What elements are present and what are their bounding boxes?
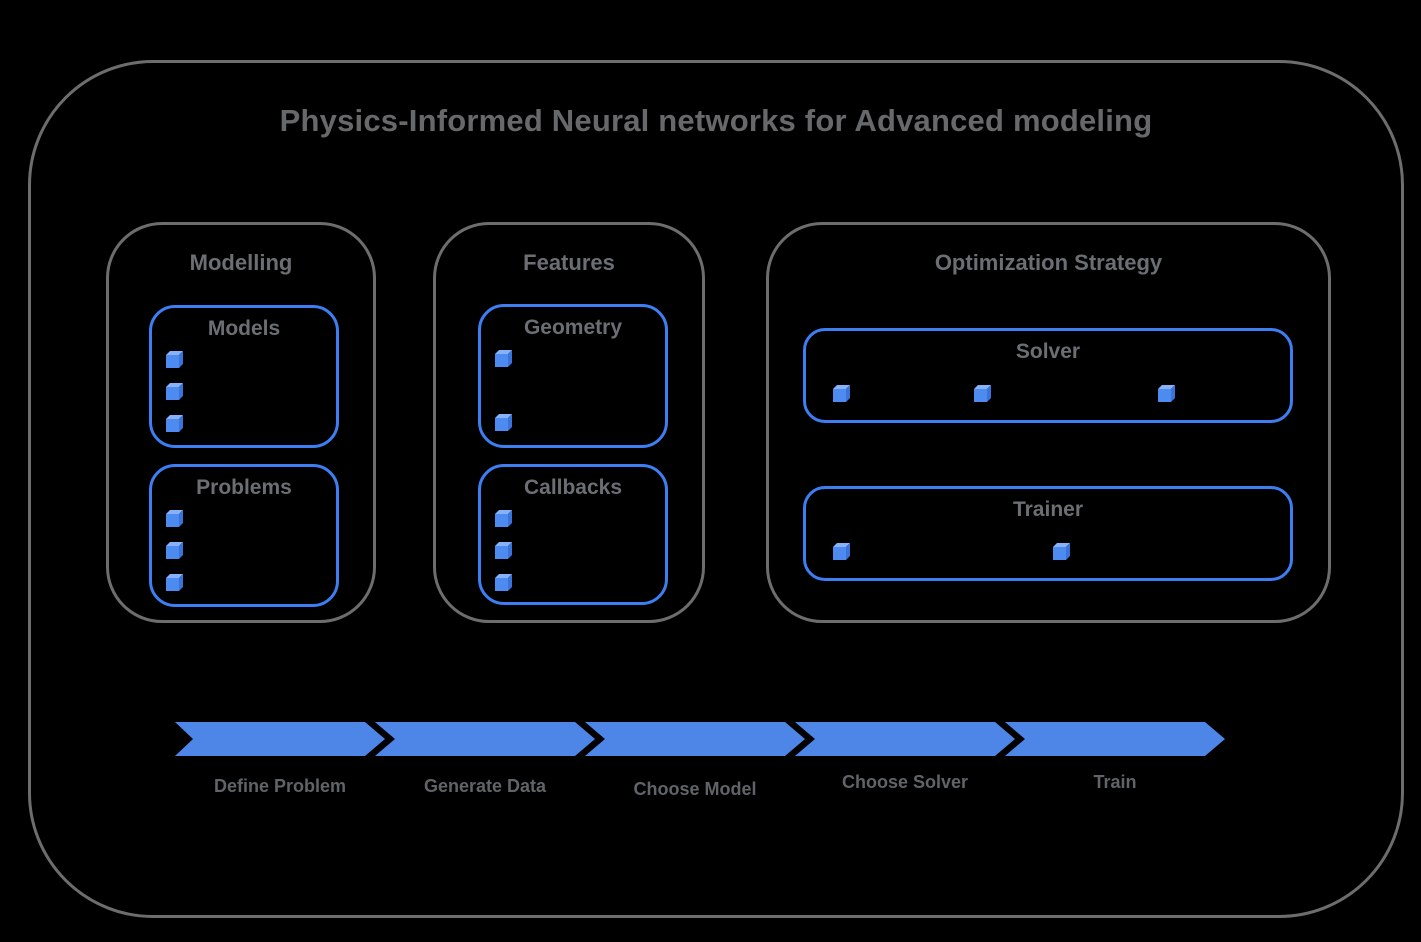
process-step-label: Choose Model	[633, 779, 757, 799]
cube-icon	[495, 542, 512, 559]
group-modelling: Modelling Models Problems	[106, 222, 376, 623]
box-label: Problems	[196, 476, 292, 499]
process-arrow-segment	[375, 722, 595, 756]
box-trainer: Trainer	[803, 486, 1293, 581]
cube-icon	[495, 350, 512, 367]
box-label: Trainer	[1012, 498, 1084, 521]
box-label: Models	[207, 317, 281, 340]
box-label: Callbacks	[523, 476, 623, 499]
cube-icon	[166, 574, 183, 591]
cube-icon	[1053, 543, 1070, 560]
cube-icon	[495, 414, 512, 431]
process-arrow-segment	[1005, 722, 1225, 756]
process-step-label: Choose Solver	[841, 772, 969, 792]
group-label: Optimization Strategy	[934, 250, 1163, 275]
box-label: Solver	[1015, 340, 1081, 363]
box-problems: Problems	[149, 464, 339, 607]
cube-icon	[166, 351, 183, 368]
box-models: Models	[149, 305, 339, 448]
process-step-label: Generate Data	[423, 776, 547, 796]
diagram-frame: Physics-Informed Neural networks for Adv…	[28, 60, 1404, 918]
process-arrow	[175, 722, 1225, 756]
cube-icon	[495, 574, 512, 591]
process-step-label: Define Problem	[213, 776, 347, 796]
cube-icon	[166, 383, 183, 400]
cube-icon	[166, 542, 183, 559]
cube-icon	[833, 385, 850, 402]
process-step-label: Train	[1093, 772, 1137, 792]
box-geometry: Geometry	[478, 304, 668, 448]
group-label: Modelling	[189, 250, 293, 275]
cube-icon	[166, 415, 183, 432]
process-arrow-segment	[795, 722, 1015, 756]
cube-icon	[974, 385, 991, 402]
box-label: Geometry	[523, 316, 623, 339]
cube-icon	[166, 510, 183, 527]
process-arrow-segment	[175, 722, 385, 756]
diagram-title: Physics-Informed Neural networks for Adv…	[279, 103, 1153, 138]
box-solver: Solver	[803, 328, 1293, 423]
group-label: Features	[523, 250, 615, 275]
cube-icon	[495, 510, 512, 527]
cube-icon	[1158, 385, 1175, 402]
cube-icon	[833, 543, 850, 560]
process-arrow-segment	[585, 722, 805, 756]
group-features: Features Geometry Callbacks	[433, 222, 705, 623]
box-callbacks: Callbacks	[478, 464, 668, 605]
group-optimization-strategy: Optimization Strategy Solver Trainer	[766, 222, 1331, 623]
